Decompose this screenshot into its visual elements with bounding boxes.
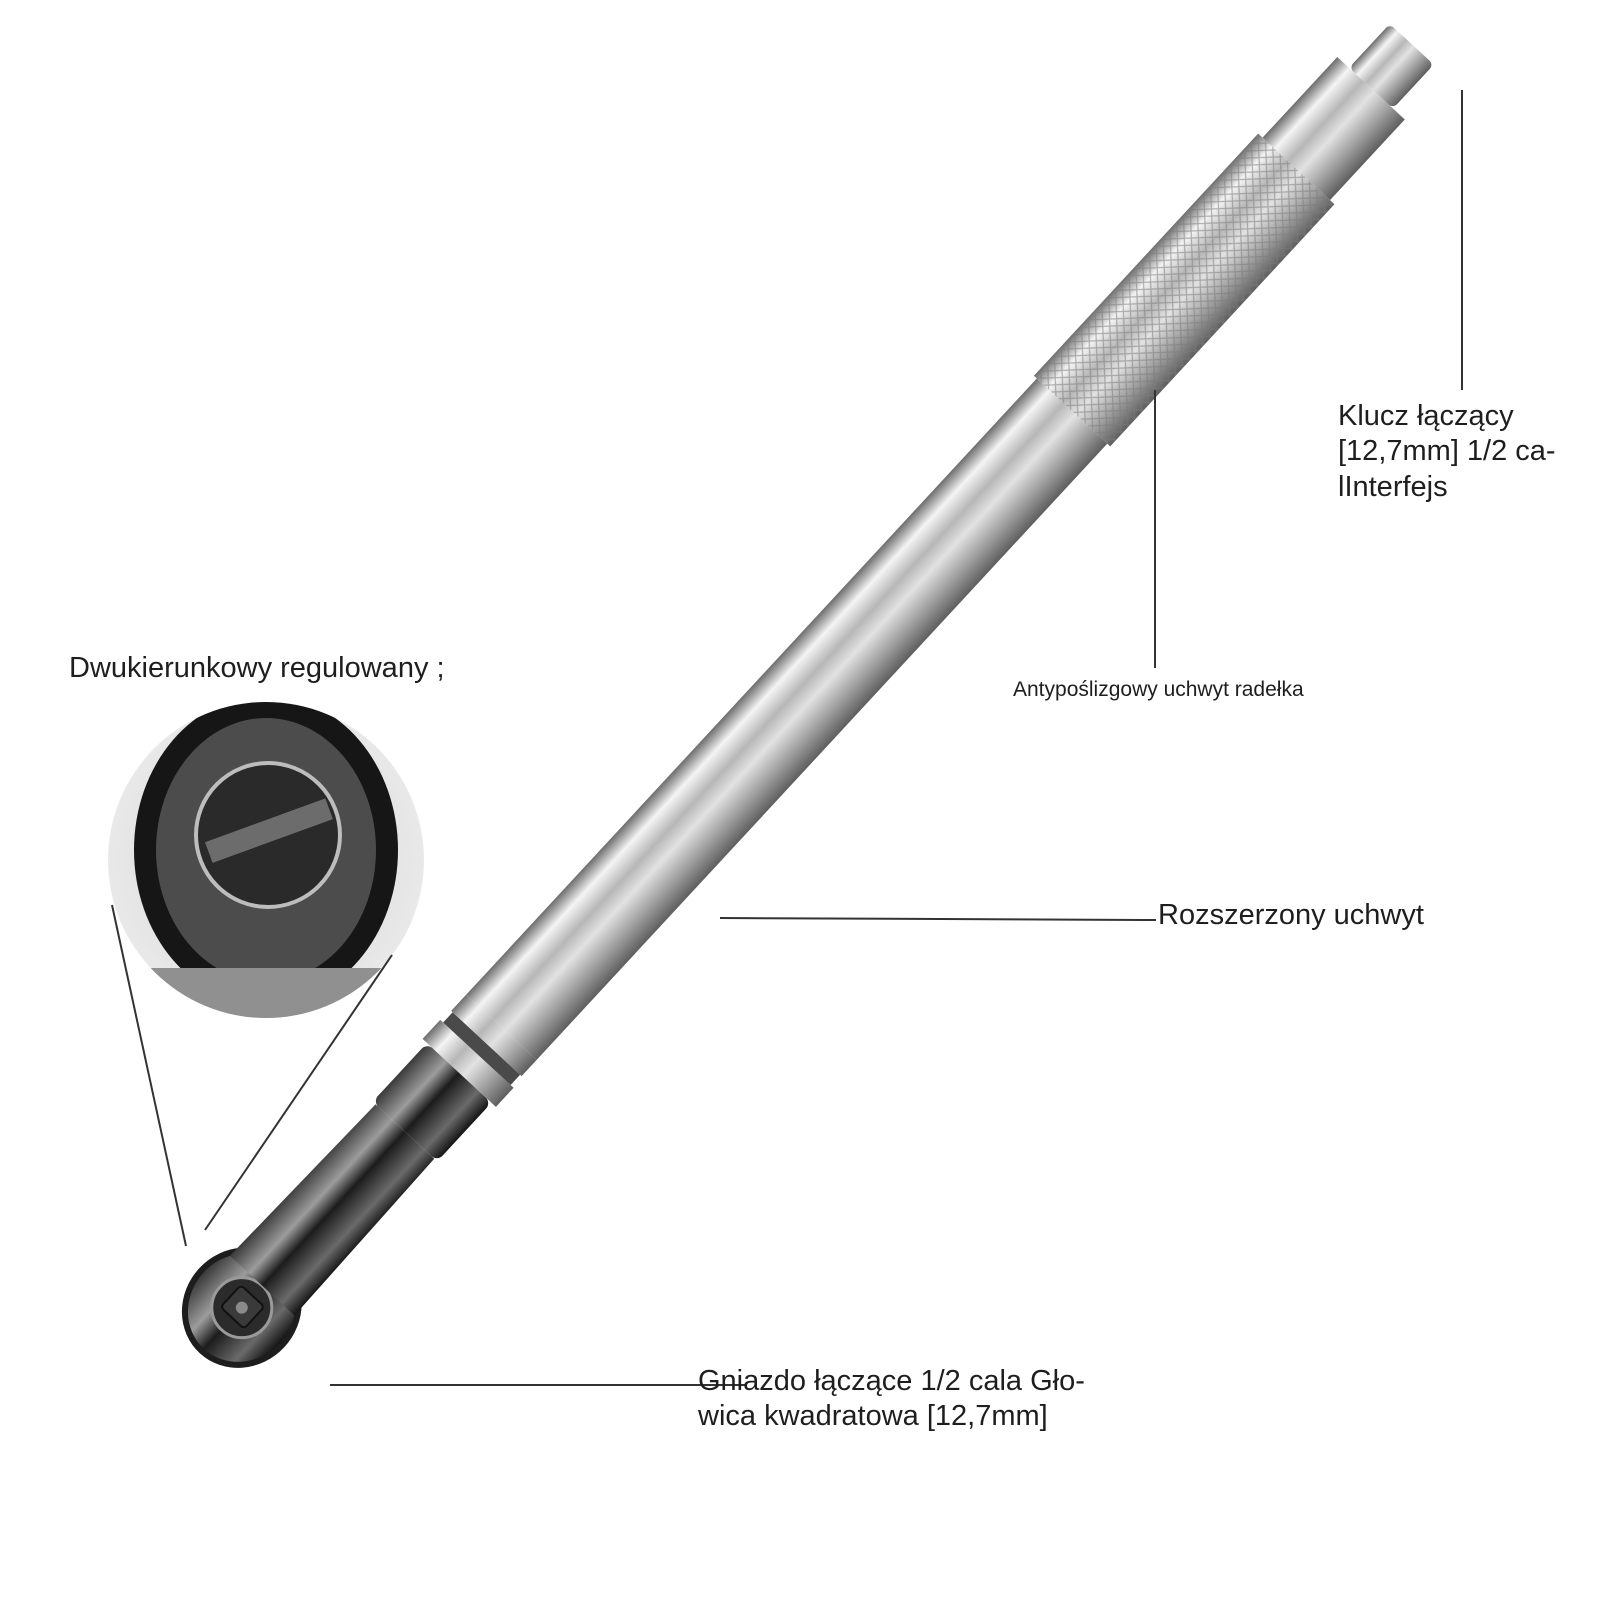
knurled-grip-label: Antypoślizgowy uchwyt radełka xyxy=(1013,678,1304,701)
leader-inset-b xyxy=(204,954,393,1231)
square-socket-label: Gniazdo łączące 1/2 cala Gło-wica kwadra… xyxy=(698,1365,1085,1433)
ratchet-direction-label: Dwukierunkowy regulowany ; xyxy=(69,652,445,684)
ratchet-closeup-inset xyxy=(108,702,424,1018)
ratchet-neck xyxy=(229,1104,435,1316)
clutch-key xyxy=(1351,26,1432,107)
knurled-grip xyxy=(1033,133,1335,447)
leader-inset-a xyxy=(111,904,187,1247)
extended-handle xyxy=(466,378,1108,1060)
clutch-key-label: Klucz łączący [12,7mm] 1/2 ca-lInterfejs xyxy=(1338,400,1556,503)
callout-lines xyxy=(111,90,1463,1386)
leader-grip xyxy=(719,917,1157,921)
wrench xyxy=(181,26,1432,1368)
extended-handle-label: Rozszerzony uchwyt xyxy=(1158,899,1424,931)
